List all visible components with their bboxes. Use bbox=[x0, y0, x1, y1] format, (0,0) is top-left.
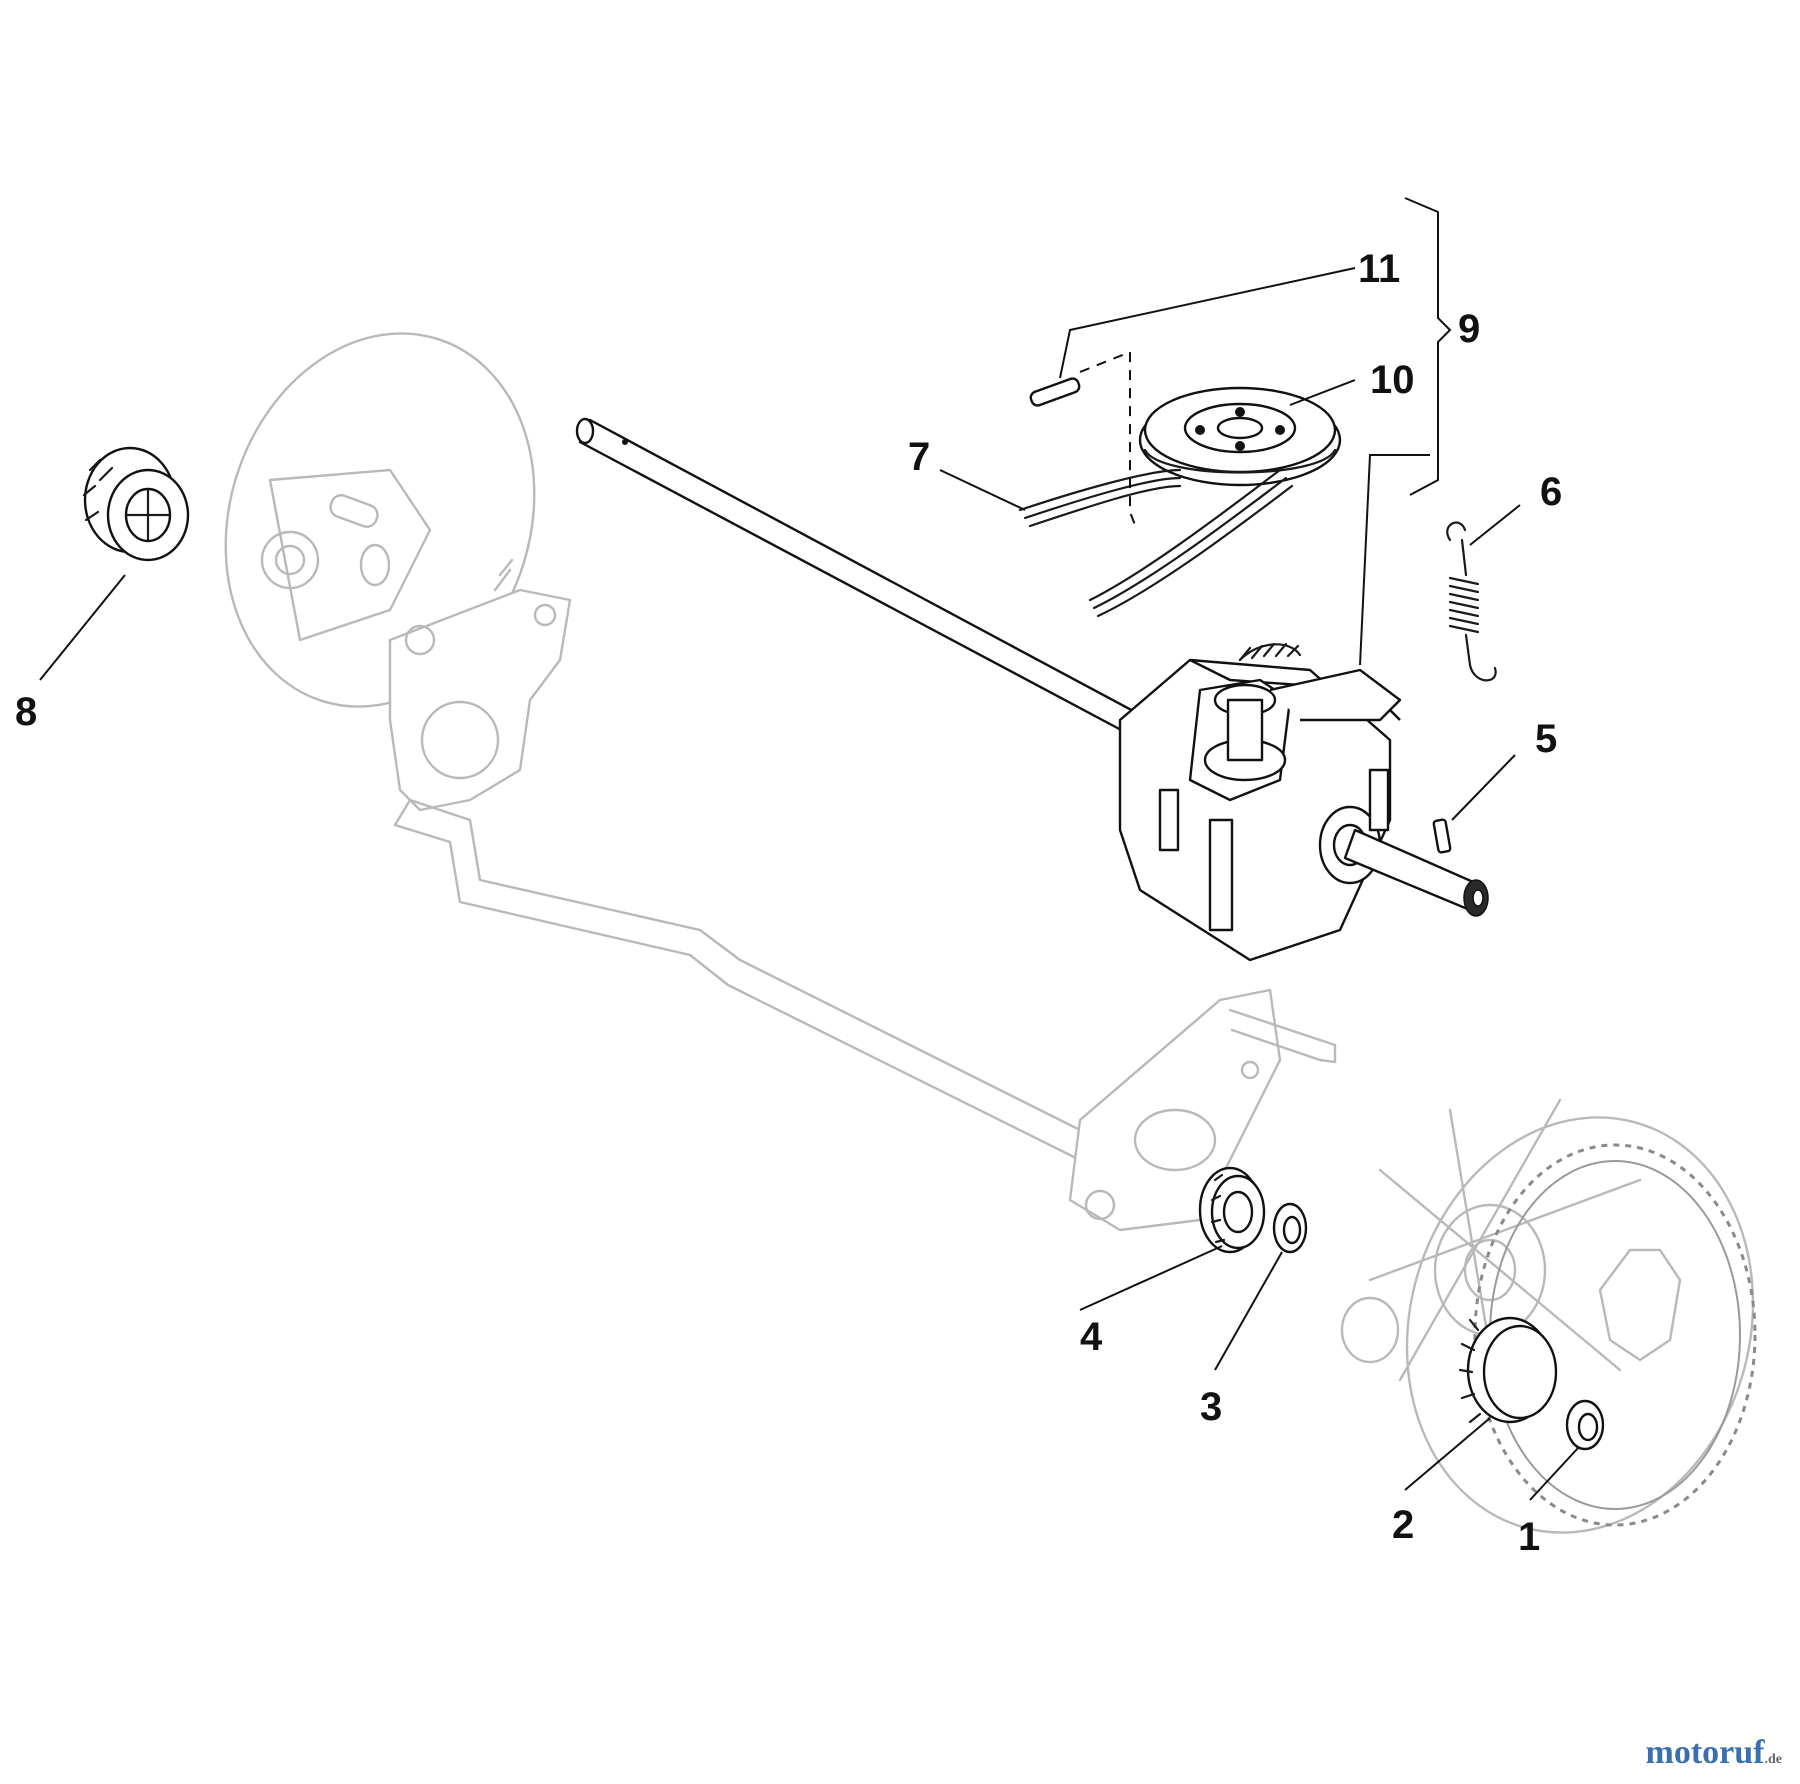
watermark-logo: motoruf.de bbox=[1646, 1734, 1782, 1772]
callout-9: 9 bbox=[1458, 307, 1480, 351]
watermark-name: motoruf bbox=[1645, 1734, 1765, 1771]
gearbox bbox=[1118, 642, 1402, 962]
callout-3: 3 bbox=[1200, 1385, 1222, 1429]
callout-10: 10 bbox=[1370, 358, 1415, 402]
key bbox=[1432, 818, 1452, 854]
drive-shaft bbox=[575, 417, 1152, 742]
bearing bbox=[1198, 1166, 1266, 1254]
pin-dashed-guide bbox=[1079, 350, 1136, 526]
callout-7: 7 bbox=[908, 435, 930, 479]
washer-3 bbox=[1272, 1202, 1308, 1254]
callout-5: 5 bbox=[1535, 717, 1557, 761]
callout-11: 11 bbox=[1358, 247, 1400, 291]
callout-6: 6 bbox=[1540, 470, 1562, 514]
spring bbox=[1446, 521, 1497, 682]
crank-axle bbox=[393, 798, 1102, 1167]
leader-lines bbox=[39, 267, 1579, 1501]
callout-4: 4 bbox=[1080, 1315, 1103, 1359]
pin bbox=[1029, 377, 1081, 407]
output-shaft bbox=[1343, 828, 1489, 917]
right-bracket bbox=[1068, 988, 1337, 1232]
left-bracket bbox=[388, 558, 572, 812]
callout-2: 2 bbox=[1392, 1503, 1414, 1547]
washer-1 bbox=[1565, 1399, 1605, 1451]
drive-pinion bbox=[1458, 1316, 1558, 1424]
callout-1: 1 bbox=[1518, 1515, 1540, 1559]
watermark-tld: .de bbox=[1764, 1752, 1783, 1767]
group-bracket-9 bbox=[1404, 197, 1452, 496]
v-belt bbox=[1018, 468, 1294, 618]
pulley bbox=[1138, 386, 1342, 487]
pinion-gear-left bbox=[82, 446, 190, 562]
callout-numbers: 11 9 10 7 6 5 8 4 3 2 1 bbox=[15, 247, 1562, 1559]
callout-8: 8 bbox=[15, 690, 37, 734]
